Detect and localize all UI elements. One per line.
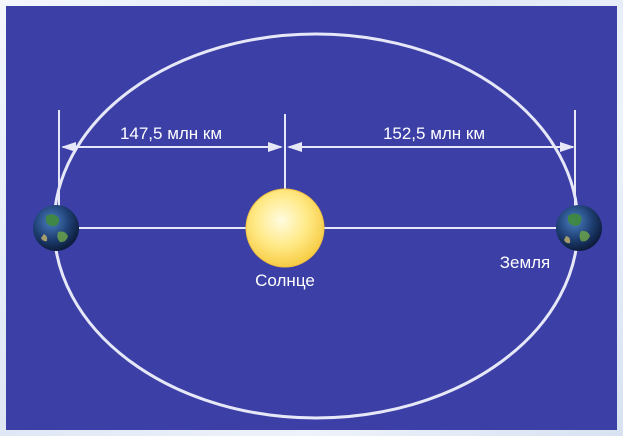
sun-icon [245, 188, 325, 268]
perihelion-distance-arrow [61, 142, 283, 152]
diagram-panel: 147,5 млн км 152,5 млн км Солнце Зе [6, 6, 617, 430]
aphelion-distance-arrow [287, 142, 575, 152]
earth-icon [33, 205, 79, 251]
orbit-diagram: 147,5 млн км 152,5 млн км Солнце Зе [33, 32, 602, 420]
earth-icon [556, 205, 602, 251]
aphelion-distance-label: 152,5 млн км [383, 124, 485, 143]
sun-label: Солнце [255, 271, 315, 290]
perihelion-distance-label: 147,5 млн км [120, 124, 222, 143]
earth-label: Земля [500, 253, 551, 272]
